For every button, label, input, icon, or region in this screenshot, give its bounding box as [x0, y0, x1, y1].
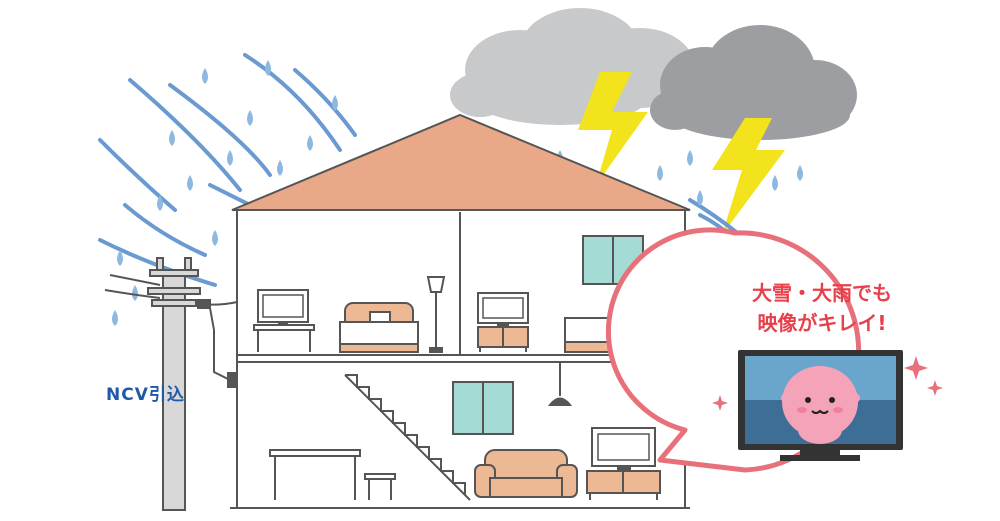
desk — [269, 449, 396, 500]
ceiling-lamp-icon — [547, 362, 573, 406]
window — [582, 235, 644, 285]
window — [452, 381, 514, 435]
tv-icon — [477, 292, 529, 327]
tv-table — [253, 324, 315, 352]
lightning-icon — [578, 72, 785, 235]
sofa-icon — [474, 449, 578, 498]
floor-lamp-icon — [426, 276, 446, 353]
speech-bubble: 大雪・大雨でも 映像がキレイ! — [605, 227, 943, 473]
tv-icon — [591, 427, 656, 470]
tv-icon — [257, 289, 309, 325]
sparkle-icon — [712, 356, 943, 411]
bed-icon — [339, 302, 419, 353]
tv-cabinet — [477, 326, 529, 352]
utility-pole-icon — [104, 257, 238, 511]
house — [231, 113, 691, 509]
bubble-line-2: 映像がキレイ! — [757, 311, 886, 335]
ncv-dropline-label: NCV引込 — [106, 385, 185, 405]
mascot-icon — [781, 366, 860, 444]
staircase — [344, 374, 471, 501]
bubble-line-1: 大雪・大雨でも — [752, 281, 892, 305]
storm-cloud-icon — [450, 8, 857, 140]
tv-cabinet — [586, 470, 661, 500]
